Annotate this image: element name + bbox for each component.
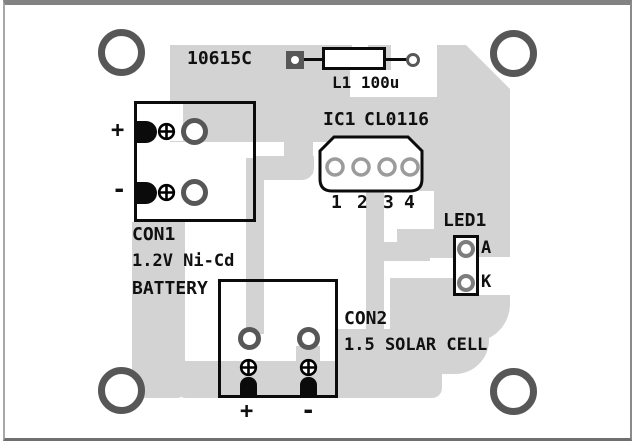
inductor-pad-square bbox=[286, 51, 304, 69]
led-anode-label: A bbox=[481, 238, 492, 258]
led-cathode-pad bbox=[457, 274, 475, 292]
board-frame bbox=[3, 0, 632, 441]
con1-desc-line2: BATTERY bbox=[132, 278, 208, 299]
con1-wire-pad bbox=[136, 182, 157, 204]
con2-outline bbox=[218, 279, 338, 398]
ic-pin-number: 2 bbox=[357, 192, 368, 213]
copper-trace-con1-vconn bbox=[284, 134, 313, 174]
con1-ring-pad bbox=[181, 118, 208, 145]
led-ref-label: LED1 bbox=[443, 210, 487, 231]
con1-desc-line1: 1.2V Ni-Cd bbox=[132, 251, 235, 271]
mounting-hole-icon bbox=[98, 29, 145, 76]
con2-wire-pad bbox=[240, 377, 257, 398]
con2-ring-pad bbox=[238, 327, 261, 350]
con1-ref-label: CON1 bbox=[132, 224, 176, 245]
con2-minus-label: - bbox=[301, 396, 316, 424]
inductor-pad-round bbox=[406, 53, 420, 67]
pour-clearance-under-inductor bbox=[350, 70, 437, 97]
pad-hole bbox=[291, 56, 299, 64]
con1-minus-label: - bbox=[112, 175, 127, 203]
copper-trace-led-elbow bbox=[366, 242, 430, 261]
inductor-label: L1 100u bbox=[332, 73, 400, 92]
led-anode-pad bbox=[457, 240, 475, 258]
ic-pin-number: 1 bbox=[331, 192, 342, 213]
con2-wire-pad bbox=[300, 377, 317, 398]
inductor-lead bbox=[300, 58, 326, 61]
con2-plus-label: + bbox=[240, 399, 254, 424]
con2-desc-label: 1.5 SOLAR CELL bbox=[344, 335, 488, 355]
pour-clearance-pin4-label bbox=[394, 191, 434, 229]
ic-pin-2 bbox=[351, 157, 371, 177]
con1-ring-pad bbox=[181, 179, 208, 206]
crosshair-pad-icon bbox=[299, 358, 318, 377]
crosshair-pad-icon bbox=[239, 358, 258, 377]
con1-outline bbox=[134, 101, 256, 222]
copper-trace-con2-riser bbox=[246, 158, 264, 334]
ic-pin-number: 4 bbox=[404, 192, 415, 213]
mounting-hole-icon bbox=[490, 30, 537, 77]
copper-trace-battery-column bbox=[132, 222, 185, 398]
pour-clearance-led-gap bbox=[479, 257, 512, 295]
con1-plus-label: + bbox=[111, 118, 125, 143]
ic-part-label: CL0116 bbox=[364, 109, 430, 130]
ic-body bbox=[318, 135, 424, 193]
mounting-hole-icon bbox=[490, 368, 537, 415]
crosshair-pad-icon bbox=[157, 122, 176, 141]
inductor-lead bbox=[382, 58, 408, 61]
led-cathode-label: K bbox=[481, 272, 492, 292]
ic-pin-number: 3 bbox=[383, 192, 394, 213]
ic-ref-label: IC1 bbox=[323, 109, 356, 130]
inductor-body bbox=[322, 47, 386, 70]
con2-ring-pad bbox=[297, 327, 320, 350]
crosshair-pad-icon bbox=[157, 183, 176, 202]
ic-pin-4 bbox=[400, 157, 420, 177]
board-id-label: 10615C bbox=[187, 48, 253, 69]
ic-pin-3 bbox=[377, 157, 397, 177]
ic-pin-1 bbox=[325, 157, 345, 177]
con1-wire-pad bbox=[136, 121, 157, 143]
mounting-hole-icon bbox=[98, 367, 145, 414]
con2-ref-label: CON2 bbox=[344, 308, 388, 329]
